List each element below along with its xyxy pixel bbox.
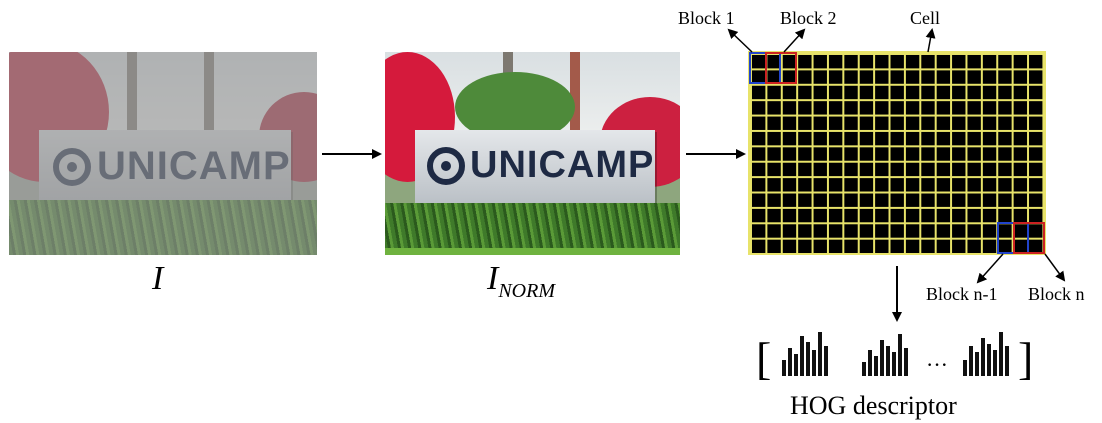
hog-cell-grid bbox=[748, 51, 1046, 255]
sign-text: UNICAMP bbox=[470, 144, 655, 186]
histogram-bar bbox=[898, 334, 902, 376]
arrow-block-n-minus-1 bbox=[976, 253, 1004, 284]
descriptor-open-bracket: [ bbox=[756, 333, 772, 384]
histogram-bar bbox=[806, 342, 810, 376]
histogram-bar bbox=[975, 352, 979, 376]
histogram-bar bbox=[868, 350, 872, 376]
histogram-bar bbox=[999, 332, 1003, 376]
arrow-block2 bbox=[783, 28, 806, 53]
histogram-bar bbox=[818, 332, 822, 376]
fog-overlay bbox=[9, 52, 317, 255]
descriptor-close-bracket: ] bbox=[1018, 333, 1034, 384]
block-n-minus-1-label: Block n-1 bbox=[926, 284, 998, 304]
unicamp-logo bbox=[427, 147, 465, 185]
descriptor-ellipsis: ··· bbox=[926, 352, 948, 377]
normalized-image-label: INORM bbox=[487, 260, 555, 302]
histogram-bar bbox=[963, 360, 967, 376]
histogram-bar bbox=[862, 362, 866, 376]
histogram-bar bbox=[782, 360, 786, 376]
grass bbox=[385, 248, 680, 255]
normalized-image: UNICAMP bbox=[385, 52, 680, 255]
block-n-box bbox=[1013, 222, 1045, 254]
histogram-bar bbox=[987, 344, 991, 376]
histogram-bar bbox=[993, 350, 997, 376]
arrow-cell bbox=[925, 28, 936, 53]
input-image: UNICAMP bbox=[9, 52, 317, 255]
block-n-label: Block n bbox=[1028, 284, 1085, 304]
arrow-block1 bbox=[727, 28, 753, 53]
input-image-label: I bbox=[152, 260, 164, 297]
block-2-box bbox=[765, 52, 797, 84]
histogram-bar bbox=[981, 338, 985, 376]
histogram-3 bbox=[963, 332, 1009, 376]
histogram-2 bbox=[862, 334, 908, 376]
pole bbox=[570, 52, 580, 162]
histogram-bar bbox=[788, 348, 792, 376]
histogram-bar bbox=[880, 340, 884, 376]
arrow-block-n bbox=[1044, 253, 1066, 282]
histogram-bar bbox=[794, 354, 798, 376]
block-2-label: Block 2 bbox=[780, 8, 837, 28]
hedge bbox=[385, 203, 680, 255]
block-1-label: Block 1 bbox=[678, 8, 735, 28]
histogram-bar bbox=[824, 346, 828, 376]
histogram-bar bbox=[800, 336, 804, 376]
cell-label: Cell bbox=[910, 8, 940, 28]
histogram-bar bbox=[1005, 346, 1009, 376]
descriptor-label: HOG descriptor bbox=[790, 391, 957, 420]
histogram-1 bbox=[782, 332, 828, 376]
histogram-bar bbox=[886, 346, 890, 376]
histogram-bar bbox=[904, 348, 908, 376]
histogram-bar bbox=[969, 346, 973, 376]
histogram-bar bbox=[892, 352, 896, 376]
histogram-bar bbox=[812, 350, 816, 376]
campus-sign: UNICAMP bbox=[415, 130, 655, 208]
histogram-bar bbox=[874, 356, 878, 376]
